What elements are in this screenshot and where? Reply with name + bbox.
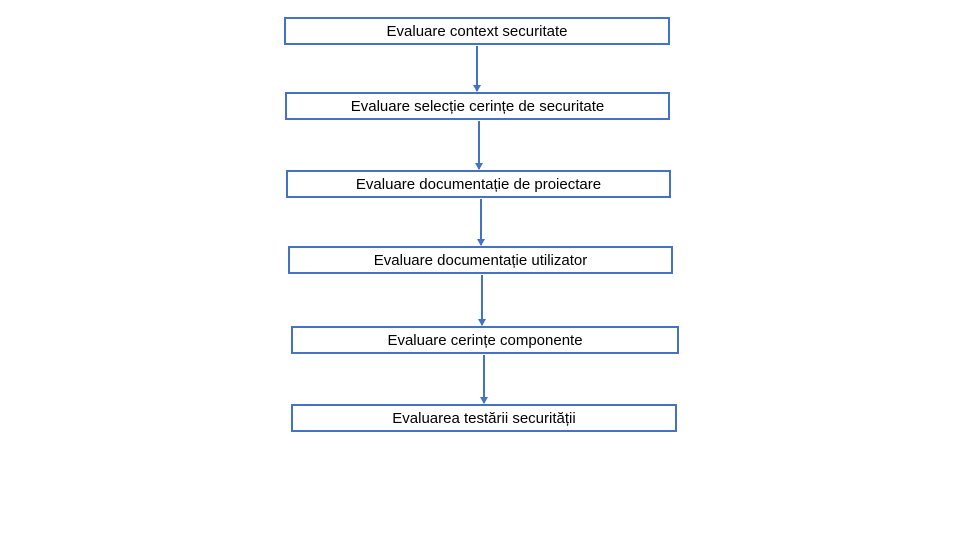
flow-step-4-label: Evaluare documentație utilizator xyxy=(373,251,588,269)
flow-arrow-2-down-icon xyxy=(475,121,483,170)
flow-arrow-3-down-icon xyxy=(477,199,485,246)
flow-step-5: Evaluare cerințe componente xyxy=(291,326,679,354)
flow-arrow-5-down-icon xyxy=(480,355,488,404)
flow-arrow-4-down-icon xyxy=(478,275,486,326)
flow-step-1: Evaluare context securitate xyxy=(284,17,670,45)
flow-step-2-label: Evaluare selecție cerințe de securitate xyxy=(350,97,605,115)
flow-step-6: Evaluarea testării securității xyxy=(291,404,677,432)
flow-step-3: Evaluare documentație de proiectare xyxy=(286,170,671,198)
flow-arrow-1-down-icon xyxy=(473,46,481,92)
flow-step-4: Evaluare documentație utilizator xyxy=(288,246,673,274)
flow-step-2: Evaluare selecție cerințe de securitate xyxy=(285,92,670,120)
flow-step-5-label: Evaluare cerințe componente xyxy=(387,331,583,349)
flow-step-6-label: Evaluarea testării securității xyxy=(392,409,576,427)
flow-step-3-label: Evaluare documentație de proiectare xyxy=(355,175,602,193)
flow-step-1-label: Evaluare context securitate xyxy=(386,22,568,40)
